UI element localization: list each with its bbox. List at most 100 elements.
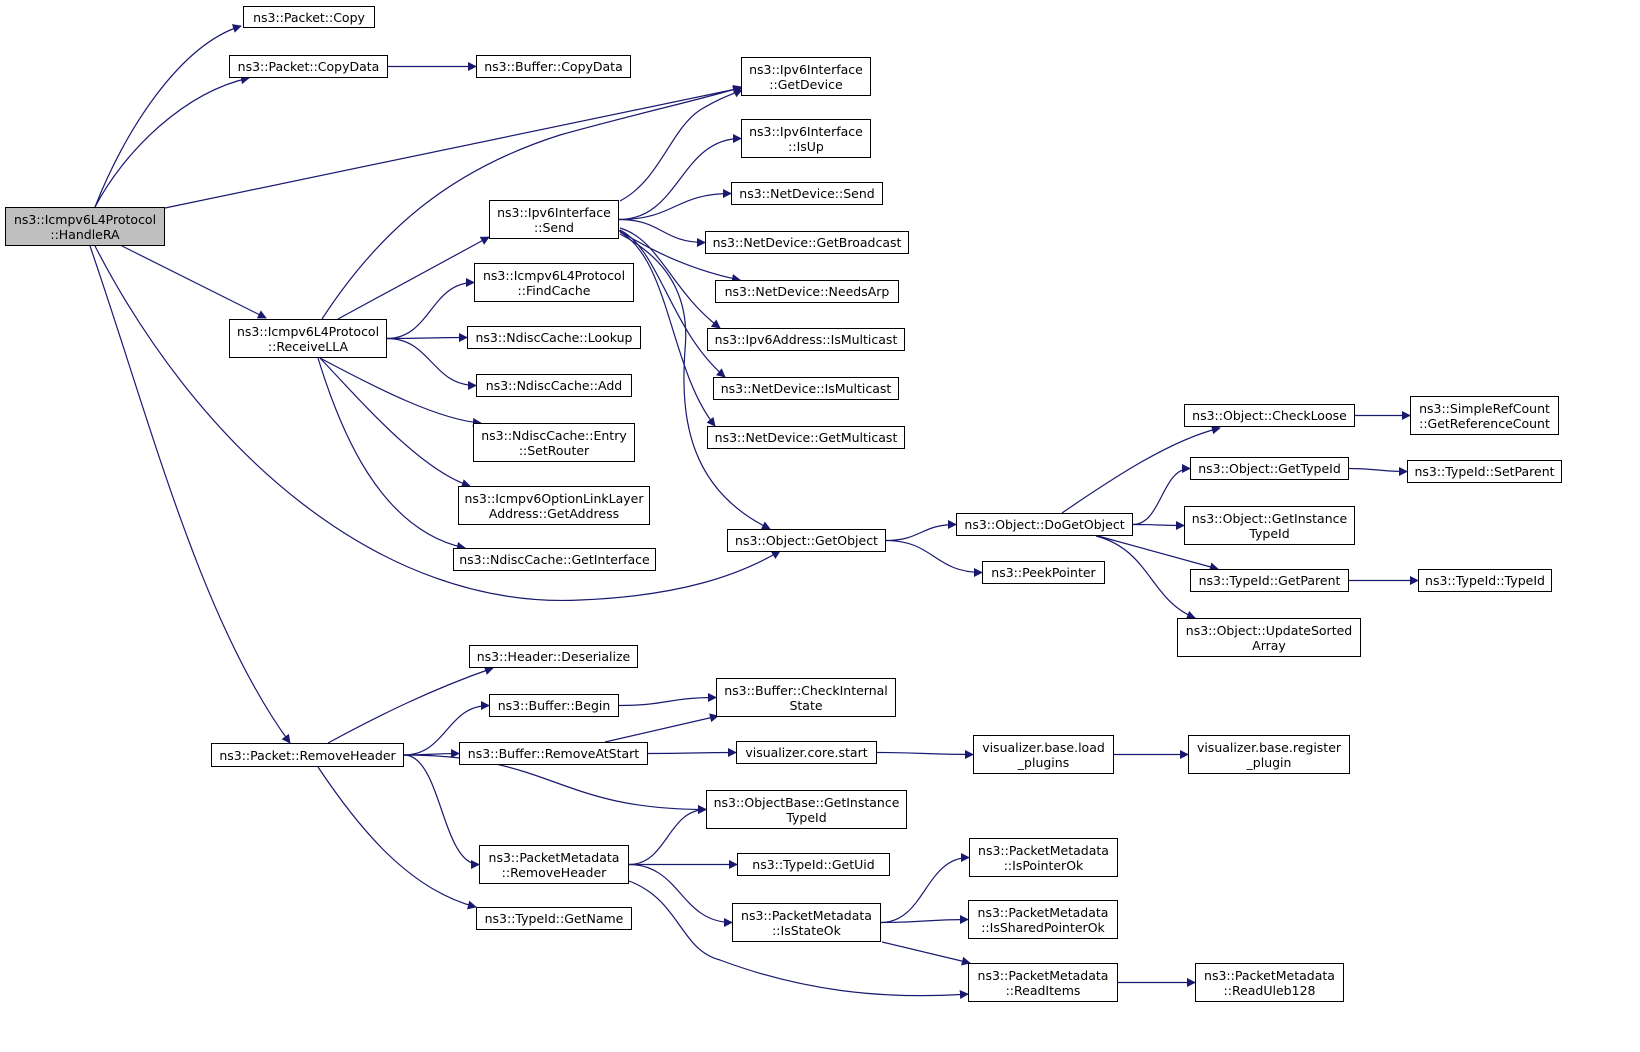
- edge-pm-isstateok-to-pm-issharedpointerok: [880, 915, 969, 925]
- edge-packet-removeheader-to-pm-removeheader: [403, 754, 480, 869]
- edge-ipv6if-send-to-netdevice-getbroadcast: [618, 218, 706, 247]
- node-typeid-getuid[interactable]: ns3::TypeId::GetUid: [737, 853, 890, 876]
- node-pm-readitems[interactable]: ns3::PacketMetadata::ReadItems: [968, 963, 1118, 1002]
- edge-ipv6if-send-to-netdevice-getmulticast: [619, 231, 716, 427]
- edge-object-dogetobject-to-object-updatesortedarray: [1095, 535, 1196, 620]
- node-label-line: TypeId: [786, 809, 827, 825]
- node-object-gettypeid[interactable]: ns3::Object::GetTypeId: [1190, 457, 1349, 480]
- node-ndisc-getinterface[interactable]: ns3::NdiscCache::GetInterface: [453, 548, 656, 571]
- edge-handle-ra-to-receivella: [121, 245, 267, 319]
- node-packet-copydata[interactable]: ns3::Packet::CopyData: [229, 55, 388, 78]
- node-ipv6if-isup[interactable]: ns3::Ipv6Interface::IsUp: [741, 119, 871, 158]
- node-label-line: ns3::NetDevice::IsMulticast: [720, 381, 892, 396]
- node-receivella[interactable]: ns3::Icmpv6L4Protocol::ReceiveLLA: [229, 319, 387, 358]
- node-header-deserialize[interactable]: ns3::Header::Deserialize: [469, 645, 638, 668]
- node-label-line: ns3::Buffer::RemoveAtStart: [467, 746, 640, 761]
- edge-pm-removeheader-to-pm-isstateok: [628, 863, 733, 927]
- node-netdevice-getbroadcast[interactable]: ns3::NetDevice::GetBroadcast: [705, 231, 909, 254]
- node-label-line: visualizer.base.register: [1196, 739, 1342, 755]
- node-ndisc-lookup[interactable]: ns3::NdiscCache::Lookup: [467, 326, 641, 349]
- node-pm-removeheader[interactable]: ns3::PacketMetadata::RemoveHeader: [479, 845, 629, 884]
- edge-buffer-begin-to-buffer-checkinternalstate: [618, 693, 717, 707]
- edge-receivella-to-ndisc-add: [386, 337, 477, 390]
- edge-handle-ra-to-object-getobject: [94, 245, 781, 602]
- node-label-line: ns3::PacketMetadata: [741, 907, 872, 923]
- node-buffer-copydata[interactable]: ns3::Buffer::CopyData: [476, 55, 631, 78]
- node-label-line: ns3::Buffer::CheckInternal: [724, 682, 888, 698]
- node-pm-isstateok[interactable]: ns3::PacketMetadata::IsStateOk: [732, 903, 881, 942]
- edge-viz-core-start-to-viz-load-plugins: [876, 749, 974, 759]
- node-netdevice-getmulticast[interactable]: ns3::NetDevice::GetMulticast: [707, 426, 905, 449]
- node-label-line: ::ReceiveLLA: [267, 338, 349, 354]
- node-buffer-removeatstart[interactable]: ns3::Buffer::RemoveAtStart: [459, 742, 648, 765]
- node-viz-register-plugin[interactable]: visualizer.base.register_plugin: [1188, 735, 1350, 774]
- node-object-dogetobject[interactable]: ns3::Object::DoGetObject: [956, 513, 1133, 536]
- edge-object-getobject-to-peekpointer: [885, 539, 983, 577]
- node-typeid-typeid[interactable]: ns3::TypeId::TypeId: [1418, 569, 1552, 592]
- node-object-checkloose[interactable]: ns3::Object::CheckLoose: [1184, 404, 1355, 427]
- node-label-line: ns3::Packet::Copy: [253, 9, 365, 25]
- node-viz-load-plugins[interactable]: visualizer.base.load_plugins: [973, 735, 1114, 774]
- node-object-getobject[interactable]: ns3::Object::GetObject: [727, 529, 886, 552]
- node-ipv6addr-ismulticast[interactable]: ns3::Ipv6Address::IsMulticast: [707, 328, 905, 351]
- edge-ipv6if-send-to-ipv6if-isup: [618, 134, 742, 221]
- node-label-line: ns3::Icmpv6L4Protocol: [13, 211, 157, 227]
- node-netdevice-needsarp[interactable]: ns3::NetDevice::NeedsArp: [715, 280, 899, 303]
- node-label-line: ns3::SimpleRefCount: [1419, 400, 1550, 416]
- node-buffer-begin[interactable]: ns3::Buffer::Begin: [489, 694, 619, 717]
- node-label-line: ns3::PeekPointer: [991, 565, 1096, 580]
- node-label-line: ::SetRouter: [518, 442, 590, 458]
- node-label-line: ::RemoveHeader: [501, 864, 607, 880]
- edge-receivella-to-findcache: [386, 278, 475, 340]
- node-simplerefcount[interactable]: ns3::SimpleRefCount::GetReferenceCount: [1410, 396, 1559, 435]
- node-typeid-getname[interactable]: ns3::TypeId::GetName: [476, 907, 632, 930]
- node-label-line: ns3::Packet::CopyData: [237, 59, 380, 74]
- edge-object-dogetobject-to-object-checkloose: [1061, 425, 1221, 514]
- node-label-line: ns3::Icmpv6L4Protocol: [236, 323, 380, 339]
- node-label-line: ns3::Header::Deserialize: [476, 649, 631, 664]
- edge-ipv6if-send-to-ipv6addr-ismulticast: [619, 227, 721, 329]
- node-label-line: ns3::NetDevice::NeedsArp: [724, 284, 890, 299]
- node-label-line: ::GetReferenceCount: [1419, 415, 1550, 431]
- node-label-line: ns3::Object::UpdateSorted: [1185, 622, 1353, 638]
- node-label-line: ns3::Icmpv6OptionLinkLayer: [464, 490, 644, 506]
- node-ndisc-add[interactable]: ns3::NdiscCache::Add: [476, 374, 632, 397]
- edge-handle-ra-to-packet-removeheader: [89, 245, 291, 744]
- node-pm-ispointerok[interactable]: ns3::PacketMetadata::IsPointerOk: [969, 838, 1118, 877]
- node-ipv6if-send[interactable]: ns3::Ipv6Interface::Send: [489, 200, 619, 239]
- node-ndisc-setrouter[interactable]: ns3::NdiscCache::Entry::SetRouter: [473, 423, 635, 462]
- node-label-line: ns3::TypeId::SetParent: [1414, 464, 1555, 479]
- edge-handle-ra-to-packet-copydata: [94, 75, 250, 208]
- node-label-line: ns3::Ipv6Interface: [749, 61, 863, 77]
- node-findcache[interactable]: ns3::Icmpv6L4Protocol::FindCache: [474, 263, 634, 302]
- node-packet-removeheader[interactable]: ns3::Packet::RemoveHeader: [211, 743, 404, 767]
- edge-packet-removeheader-to-buffer-begin: [403, 701, 490, 756]
- node-peekpointer[interactable]: ns3::PeekPointer: [982, 561, 1105, 584]
- edge-ipv6if-send-to-netdevice-ismulticast: [619, 229, 726, 378]
- node-label-line: ::IsStateOk: [772, 922, 841, 938]
- node-typeid-setparent[interactable]: ns3::TypeId::SetParent: [1407, 460, 1562, 483]
- node-label-line: ns3::Icmpv6L4Protocol: [482, 267, 626, 283]
- node-label-line: ns3::NetDevice::GetMulticast: [714, 430, 898, 445]
- node-ipv6if-getdevice[interactable]: ns3::Ipv6Interface::GetDevice: [741, 57, 871, 96]
- node-pm-readuleb128[interactable]: ns3::PacketMetadata::ReadUleb128: [1195, 963, 1344, 1002]
- edge-buffer-removeatstart-to-buffer-checkinternalstate: [604, 713, 719, 743]
- node-label-line: ::HandleRA: [50, 226, 120, 242]
- node-label-line: ns3::Packet::RemoveHeader: [219, 747, 396, 763]
- node-typeid-getparent[interactable]: ns3::TypeId::GetParent: [1190, 569, 1349, 592]
- edge-pm-removeheader-to-objectbase-getinstancetypeid: [628, 805, 707, 866]
- edge-packet-removeheader-to-objectbase-getinstancetypeid: [403, 754, 707, 814]
- node-viz-core-start[interactable]: visualizer.core.start: [736, 741, 877, 764]
- node-label-line: ns3::TypeId::GetParent: [1198, 573, 1341, 588]
- node-pm-issharedpointerok[interactable]: ns3::PacketMetadata::IsSharedPointerOk: [968, 900, 1118, 939]
- node-netdevice-send[interactable]: ns3::NetDevice::Send: [731, 182, 883, 205]
- node-label-line: ns3::PacketMetadata: [977, 967, 1109, 983]
- node-packet-copy[interactable]: ns3::Packet::Copy: [243, 6, 375, 28]
- node-label-line: ns3::Object::GetTypeId: [1198, 461, 1341, 476]
- node-netdevice-ismulticast[interactable]: ns3::NetDevice::IsMulticast: [713, 377, 899, 400]
